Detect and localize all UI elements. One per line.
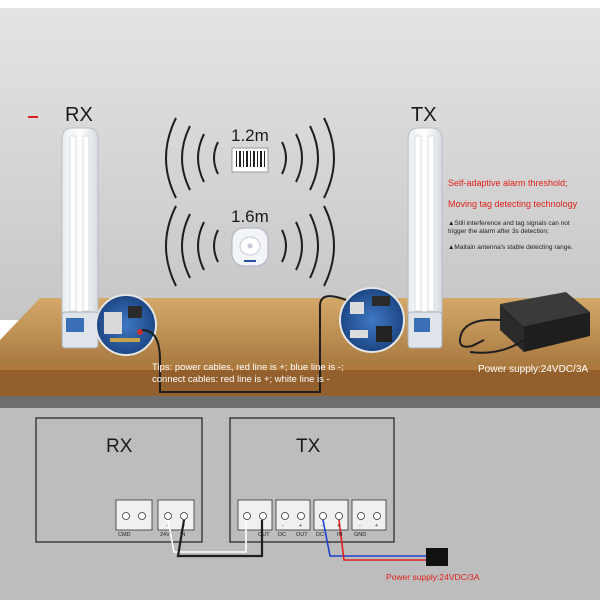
term-tx-minus-3: - [359,523,361,529]
term-tx-gnd: GND [354,532,367,538]
term-tx-dc: DC [278,532,286,538]
hard-tag [231,227,269,267]
signal-waves [165,117,335,287]
term-tx-plus-2: + [337,523,341,529]
lower-wiring [167,519,430,561]
supply-bottom-label: Power supply:24VDC/3A [386,572,480,582]
supply-top-label: Power supply:24VDC/3A [478,364,589,375]
term-tx-plus: + [299,523,303,529]
scene-connect-cable [141,295,347,393]
term-rx-cmd: CMD [118,532,131,538]
term-rx-in: IN [180,532,186,538]
rx-top-label: RX [65,104,93,126]
tips-line-1: Tips: power cables, red line is +; blue … [152,362,344,373]
tx-pcb-zoom [339,287,405,353]
rx-pcb-zoom [95,294,157,356]
note-2: ▲Maitain antenna's stable detecting rang… [448,244,573,251]
power-supply-block [426,548,448,566]
term-rx-plus: + [182,523,186,529]
term-tx-in: IN [337,532,343,538]
power-adapter [459,292,590,354]
term-tx-minus: - [282,523,284,529]
term-tx-plus-3: + [375,523,379,529]
feature-2: Moving tag detecting technology [448,199,578,209]
wall [0,8,600,320]
terminal-screws [122,512,381,520]
rx-box [35,417,203,543]
term-rx-24v: 24V [160,532,170,538]
tag-distance: 1.6m [231,207,269,226]
rx-box-title: RX [106,436,133,457]
tx-antenna [407,127,443,349]
tx-top-label: TX [411,104,437,126]
term-tx-out-right: OUT [296,532,308,538]
term-rx-minus: - [166,523,168,529]
term-tx-dc2: DC [316,532,324,538]
term-tx-out-left: OUT [258,532,270,538]
rx-antenna [28,116,99,349]
label-tag [231,147,269,173]
tx-box-title: TX [296,436,321,457]
feature-1: Self-adaptive alarm threshold; [448,178,568,188]
tx-box [229,417,395,543]
term-tx-minus-2: - [321,523,323,529]
tips-line-2: connect cables: red line is +; white lin… [152,374,330,385]
note-1: ▲Still interference and tag signals can … [448,220,570,235]
label-distance: 1.2m [231,126,269,145]
